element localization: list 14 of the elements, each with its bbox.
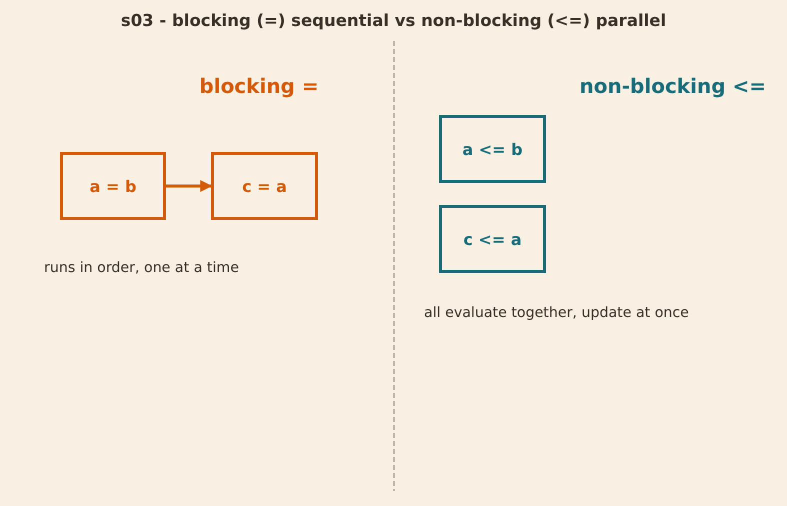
caption-text: runs in order, one at a time (44, 260, 239, 276)
section-heading: blocking = (199, 74, 319, 98)
diagram-title: s03 - blocking (=) sequential vs non-blocking (<=) parallel (120, 11, 668, 30)
statement-box (439, 115, 546, 183)
statement-text: c = a (242, 176, 287, 196)
statement-text: a <= b (462, 140, 523, 158)
statement-box (60, 152, 166, 220)
statement-text: a = b (90, 176, 136, 196)
section-heading: non-blocking <= (580, 74, 766, 98)
statement-box (211, 152, 318, 220)
statement-text: c <= a (463, 230, 522, 248)
caption-text: all evaluate together, update at once (424, 305, 689, 321)
arrow (166, 180, 212, 192)
statement-box (439, 205, 546, 273)
